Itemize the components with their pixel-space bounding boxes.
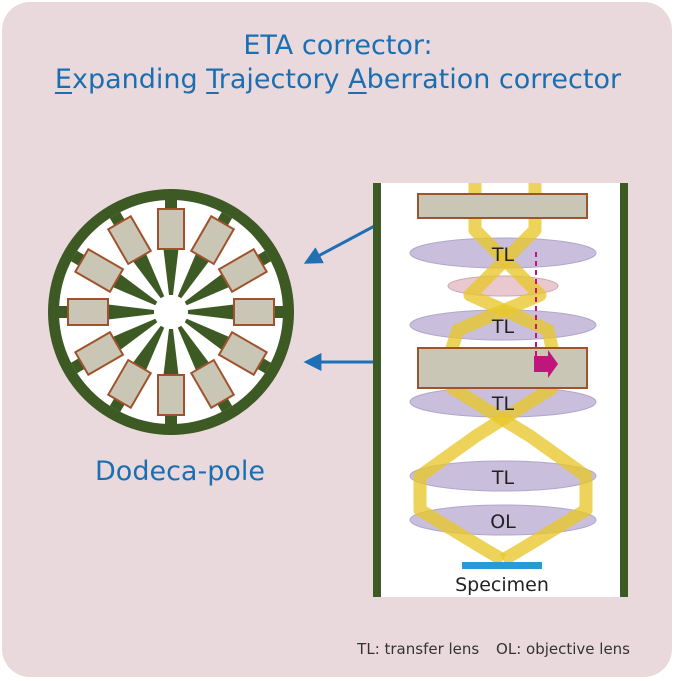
dodecapole-bore [155,296,187,328]
dodecapole-pole [184,318,271,377]
dodecapole-label: Dodeca-pole [95,456,265,487]
pole-tip [177,249,212,299]
legend: TL: transfer lens OL: objective lens [300,640,630,658]
pole-stub [109,212,126,227]
pole-stub [273,306,283,318]
pole-stub [59,306,69,318]
pole-tip [188,304,238,320]
lens-label-tl-4: TL [491,467,515,489]
title-word-aberration-corrector: berration corrector [366,64,622,95]
pole-stub [71,250,86,267]
lens-column: TL TL TL TL OL Specimen [373,183,628,597]
dodecapole-pole [71,318,158,377]
dodecapole-pole [188,298,283,326]
dodecapole-pole [106,325,165,412]
pole-stub [71,357,86,374]
pole-stub [216,212,233,227]
pole-tip [108,318,158,353]
deflection-arrow [534,350,558,378]
title-line-1: ETA corrector: [243,30,433,61]
column-wall-left [373,183,381,597]
pole-tip [184,271,234,306]
legend-tl: TL: transfer lens [357,640,480,658]
dodecapole-pole [184,247,271,306]
lens-label-tl-3: TL [491,393,515,415]
pole-stub [216,397,233,412]
pole-coil [106,358,153,410]
pole-tip [184,318,234,353]
legend-ol: OL: objective lens [496,640,630,658]
dodecapole-pole [71,247,158,306]
title-word-trajectory: rajectory [218,64,349,95]
title-word-expanding: xpanding [71,64,207,95]
pole-coil [217,330,269,377]
pole-tip [130,249,165,299]
column-wall-right [620,183,628,597]
title-initial-e: E [54,64,72,95]
pole-tip [163,245,179,295]
pole-tip [163,329,179,379]
lens-label-tl-2: TL [491,316,515,338]
pole-stub [109,397,126,412]
pole-coil [189,358,236,410]
dodecapole-pole [157,329,185,424]
pole-stub [256,250,271,267]
title-line-2: Expanding Trajectory Aberration correcto… [0,64,676,95]
dodecapole-pole [59,298,154,326]
dodecapole [48,189,294,435]
pole-coil [67,298,109,326]
dodecapole-pole [106,212,165,299]
specimen-plate [462,562,542,569]
dodecapole-pole [177,212,236,299]
lens-label-ol: OL [490,511,516,533]
pole-coil [157,374,185,416]
dodecapole-pole [157,200,185,295]
title-initial-t: T [206,64,219,95]
pole-coil [189,214,236,266]
pole-coil [233,298,275,326]
pole-tip [130,325,165,375]
pole-tip [108,271,158,306]
lens-label-tl-1: TL [491,244,515,266]
pole-coil [73,247,125,294]
column-pole-middle [417,347,588,389]
pole-stub [256,357,271,374]
title-initial-a: A [348,64,367,95]
dodecapole-pole [177,325,236,412]
dodecapole-poles [59,200,283,424]
column-pole-top [417,193,588,219]
pole-tip [177,325,212,375]
lens-tl-4 [409,460,597,492]
pole-stub [165,414,177,424]
pole-coil [157,208,185,250]
pole-coil [106,214,153,266]
specimen-label: Specimen [455,574,549,596]
pole-tip [104,304,154,320]
pole-stub [165,200,177,210]
pole-coil [217,247,269,294]
pole-coil [73,330,125,377]
